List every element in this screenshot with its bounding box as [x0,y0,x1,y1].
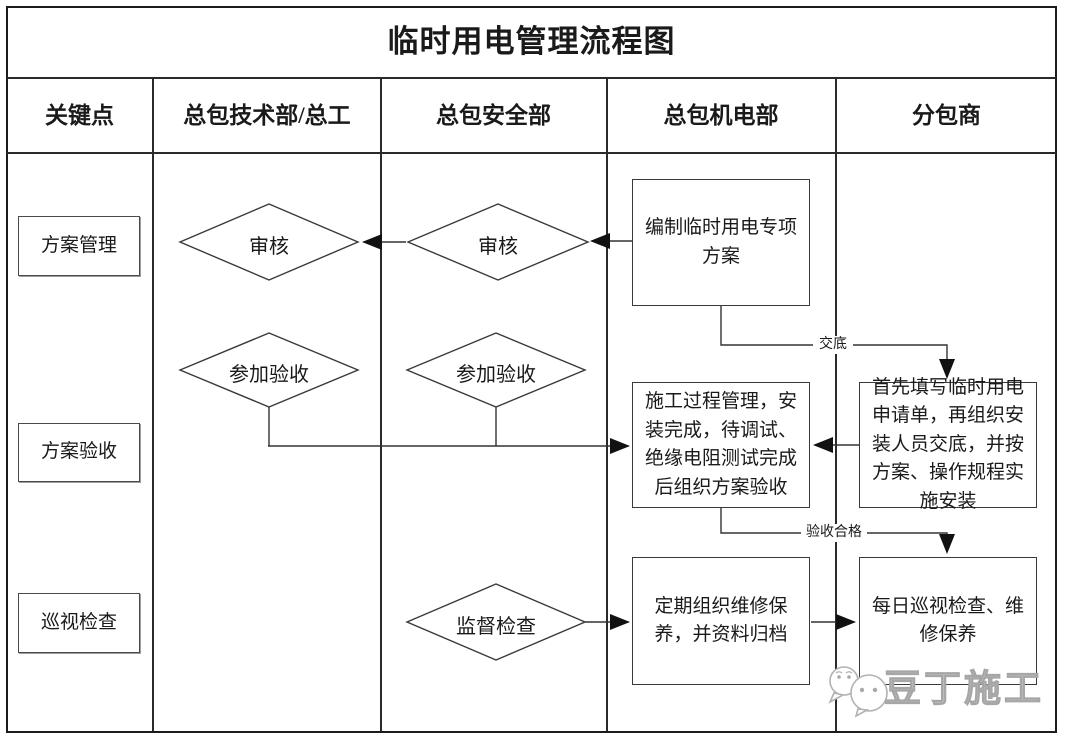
watermark-logo-icon [828,666,888,718]
keypoint-box-plan-acceptance: 方案验收 [18,423,140,482]
keypoint-box-patrol-inspection: 巡视检查 [18,593,140,653]
decision-supervision-check-label: 监督检查 [456,616,536,638]
watermark: 豆丁施工 [820,652,1050,722]
decision-join-acceptance-safety-label: 参加验收 [456,364,536,386]
column-divider-3 [606,77,608,731]
decision-review-tech-label: 审核 [249,236,289,258]
chart-title: 临时用电管理流程图 [387,24,676,59]
keypoint-box-plan-management: 方案管理 [18,216,140,276]
edge-label-acceptance-passed: 验收合格 [801,524,867,542]
decision-review-safety-label: 审核 [478,236,518,258]
decision-join-acceptance-tech-label: 参加验收 [229,364,309,386]
process-apply-install: 首先填写临时用电申请单，再组织安装人员交底，并按方案、操作规程实施安装 [859,377,1037,512]
column-divider-1 [152,77,154,731]
column-header-mep: 总包机电部 [663,103,779,128]
column-header-keypoints: 关键点 [45,103,114,128]
edge-label-handover: 交底 [813,336,853,354]
process-prepare-plan: 编制临时用电专项方案 [632,179,810,306]
process-periodic-maintenance-text: 定期组织维修保养，并资料归档 [654,595,788,646]
column-header-tech: 总包技术部/总工 [183,103,351,128]
process-periodic-maintenance: 定期组织维修保养，并资料归档 [632,557,810,685]
watermark-text: 豆丁施工 [884,669,1044,711]
title-divider [7,77,1056,79]
column-header-subcontractor: 分包商 [912,103,981,128]
process-construction-management: 施工过程管理，安装完成，待调试、绝缘电阻测试完成后组织方案验收 [632,382,810,508]
process-daily-inspection-text: 每日巡视检查、维修保养 [871,595,1024,646]
column-divider-4 [835,77,837,731]
column-divider-2 [380,77,382,731]
outer-frame [6,6,1057,733]
process-daily-inspection: 每日巡视检查、维修保养 [859,557,1037,685]
process-apply-install-text: 首先填写临时用电申请单，再组织安装人员交底，并按方案、操作规程实施安装 [871,376,1024,512]
header-divider [7,152,1056,154]
process-construction-management-text: 施工过程管理，安装完成，待调试、绝缘电阻测试完成后组织方案验收 [644,391,797,498]
process-prepare-plan-text: 编制临时用电专项方案 [644,217,797,267]
column-header-safety: 总包安全部 [436,103,551,128]
